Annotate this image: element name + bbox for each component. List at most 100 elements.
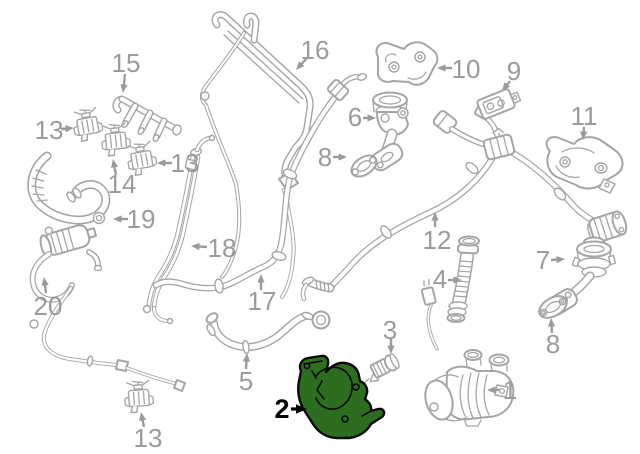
callout-label: 17 [248, 286, 277, 316]
callout-label: 5 [239, 366, 253, 396]
tube-inner [123, 103, 138, 125]
callout-7[interactable]: 7 [536, 245, 565, 275]
callout-arrowhead [111, 159, 119, 169]
callout-10[interactable]: 10 [437, 54, 480, 84]
tube-inner [427, 304, 438, 350]
callout-label: 14 [108, 169, 137, 199]
callout-arrowhead [257, 274, 265, 283]
callout-label: 6 [348, 102, 362, 132]
part-17-hose[interactable] [152, 73, 368, 294]
callout-label: 1 [503, 375, 517, 405]
callout-arrowhead [431, 212, 439, 221]
callout-arrowhead [41, 277, 49, 286]
tube-inner [453, 250, 473, 308]
callout-5[interactable]: 5 [239, 353, 253, 396]
part-19-hose[interactable] [27, 151, 111, 225]
callout-arrowhead [65, 125, 74, 133]
part-14-solenoid-valve[interactable] [99, 121, 132, 158]
part-5-hose[interactable] [205, 310, 331, 355]
callout-label: 8 [318, 142, 332, 172]
callout-arrowhead [113, 215, 122, 223]
callout-9[interactable]: 9 [502, 56, 521, 91]
callout-label: 9 [507, 56, 521, 86]
part-4-hose[interactable] [446, 235, 480, 323]
part-2-bracket-highlighted[interactable] [297, 354, 386, 440]
part-3-sensor[interactable] [358, 353, 402, 387]
callout-13[interactable]: 13 [157, 148, 199, 178]
tube-inner [212, 12, 313, 185]
callout-15[interactable]: 15 [112, 48, 141, 93]
part-18-pipe-assembly[interactable] [142, 134, 216, 325]
part-6-valve[interactable] [369, 91, 409, 174]
callout-3[interactable]: 3 [383, 315, 397, 354]
tube-inner [211, 313, 309, 350]
tube-inner [195, 136, 212, 152]
callout-label: 18 [208, 233, 237, 263]
callout-arrowhead [191, 242, 200, 251]
part-13-solenoid-valve-a[interactable] [70, 106, 105, 143]
tube-inner [328, 155, 495, 289]
callout-arrowhead [387, 345, 395, 354]
callout-4[interactable]: 4 [433, 264, 462, 294]
callout-13[interactable]: 13 [35, 115, 74, 145]
callout-arrowhead [580, 131, 588, 140]
callout-12[interactable]: 12 [423, 212, 452, 255]
tube-inner [301, 283, 308, 301]
part-10-bracket[interactable] [375, 41, 439, 86]
callout-18[interactable]: 18 [191, 233, 236, 263]
callout-arrowhead [120, 84, 128, 93]
part-12-hose-assembly[interactable] [300, 104, 628, 302]
callout-arrowhead [367, 114, 376, 122]
part-13-solenoid-valve-c[interactable] [123, 379, 155, 414]
part-9-sensor[interactable] [476, 86, 522, 120]
tube-inner [152, 306, 170, 323]
callout-label: 13 [134, 423, 163, 453]
callout-arrowhead [296, 61, 305, 70]
callout-label: 13 [35, 115, 64, 145]
callout-14[interactable]: 14 [108, 159, 137, 199]
callout-label: 4 [433, 264, 447, 294]
tube-inner [200, 32, 245, 278]
callout-arrowhead [338, 153, 347, 161]
part-11-heat-shield[interactable] [545, 136, 624, 194]
callout-11[interactable]: 11 [571, 101, 598, 140]
callout-20[interactable]: 20 [34, 277, 63, 321]
callout-arrow-line [122, 73, 127, 87]
callout-label: 16 [301, 35, 330, 65]
callout-arrowhead [502, 82, 511, 91]
part-8-gasket-left[interactable] [348, 151, 381, 181]
tube-inner [154, 118, 167, 139]
part-15-vacuum-pipe[interactable] [112, 95, 183, 142]
callout-label: 2 [274, 394, 289, 424]
part-20-valve-hose-assembly[interactable] [29, 215, 186, 392]
callout-label: 11 [571, 101, 598, 131]
callout-label: 13 [171, 148, 200, 178]
callout-arrowhead [437, 64, 446, 72]
part-1-air-pump[interactable] [420, 278, 515, 427]
callout-label: 12 [423, 225, 452, 255]
callout-label: 8 [546, 329, 560, 359]
tube-inner [154, 94, 338, 291]
tube-inner [87, 250, 100, 268]
tube-inner [450, 127, 485, 146]
callout-16[interactable]: 16 [296, 35, 329, 70]
callout-19[interactable]: 19 [113, 204, 155, 234]
callout-2-selected[interactable]: 2 [274, 394, 307, 424]
callout-17[interactable]: 17 [248, 274, 277, 316]
callout-6[interactable]: 6 [348, 102, 376, 132]
callout-8[interactable]: 8 [546, 318, 560, 359]
callout-1[interactable]: 1 [487, 375, 517, 405]
callout-8[interactable]: 8 [318, 142, 347, 172]
callout-13[interactable]: 13 [134, 412, 163, 453]
tube-inner [42, 286, 119, 367]
callout-arrowhead [139, 412, 147, 422]
callout-arrowhead [242, 353, 251, 362]
part-8-gasket-right[interactable] [536, 292, 571, 323]
callout-arrowhead [296, 404, 307, 414]
callout-label: 19 [127, 204, 156, 234]
callout-label: 3 [383, 315, 397, 345]
callout-arrowhead [157, 159, 166, 167]
